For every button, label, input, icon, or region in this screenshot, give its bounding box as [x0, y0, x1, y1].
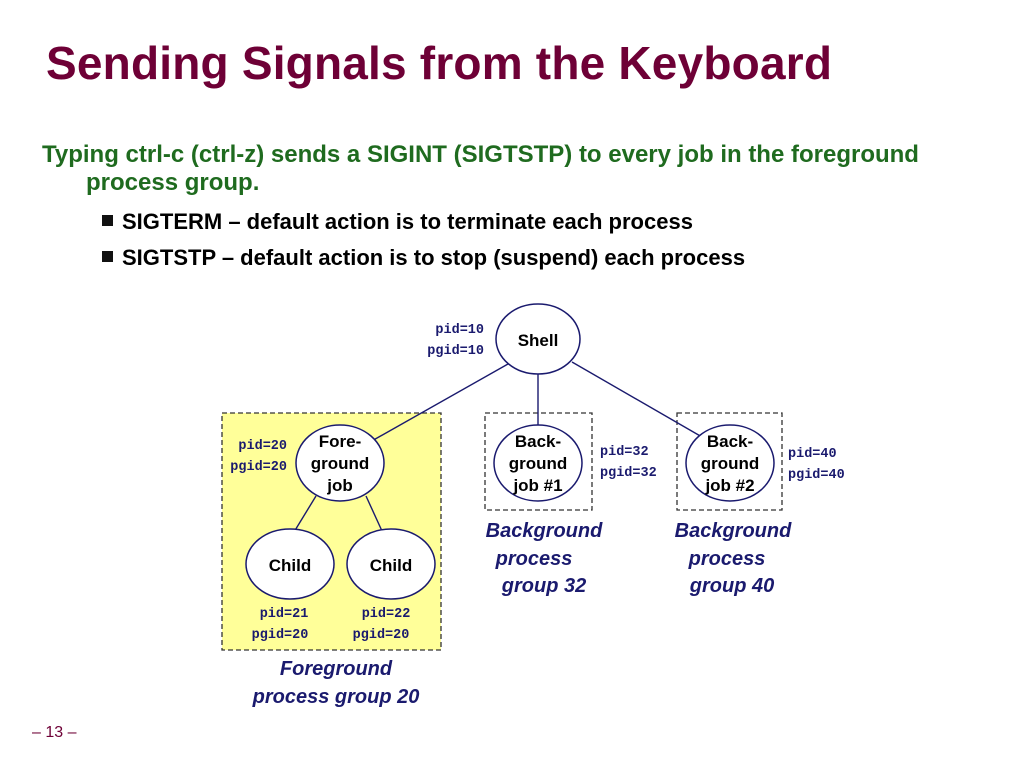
sub-bullet-text: SIGTERM – default action is to terminate… [122, 209, 693, 234]
background-group-32-caption-line2: process [495, 548, 573, 570]
background-group-40-caption-line2: process [688, 548, 766, 570]
child-2-label: Child [370, 556, 413, 575]
child-2-pid: pid=22 [362, 607, 411, 622]
shell-node: Shell [495, 303, 581, 375]
edge-foreground-child-2 [365, 495, 383, 532]
background-group-32-caption-line1: Background [486, 520, 603, 542]
shell-label: Shell [518, 331, 559, 350]
foreground-job-label-line2: ground [311, 454, 370, 473]
background-job-1-pgid: pgid=32 [600, 466, 657, 481]
child-1-label: Child [269, 556, 312, 575]
background-job-1-label-line3: job #1 [512, 476, 562, 495]
edge-shell-foreground [369, 363, 509, 443]
main-bullet: Typing ctrl-c (ctrl-z) sends a SIGINT (S… [42, 141, 919, 196]
foreground-job-ellipse [295, 424, 385, 502]
background-job-2-pid: pid=40 [788, 447, 837, 462]
background-job-1-label-line2: ground [509, 454, 568, 473]
child-2-ellipse [346, 528, 436, 600]
shell-pgid: pgid=10 [427, 344, 484, 359]
foreground-job-label-line3: job [326, 476, 353, 495]
child-2-pgid: pgid=20 [353, 628, 410, 643]
child-1-pid: pid=21 [260, 607, 309, 622]
edge-foreground-child-1 [293, 495, 317, 533]
foreground-group-caption-line1: Foreground [280, 658, 393, 680]
background-group-40-caption-line1: Background [675, 520, 792, 542]
child-node-2: Child [346, 528, 436, 600]
foreground-job-pid: pid=20 [238, 439, 287, 454]
sub-bullet-text: SIGTSTP – default action is to stop (sus… [122, 245, 746, 270]
square-bullet-icon [102, 215, 113, 226]
background-job-2-label-line1: Back- [707, 432, 753, 451]
page-number: – 13 – [32, 724, 77, 741]
background-job-2-node: Back- ground job #2 [685, 424, 775, 502]
background-job-2-label-line2: ground [701, 454, 760, 473]
sub-bullet-sigterm: SIGTERM – default action is to terminate… [102, 209, 693, 235]
square-bullet-icon [102, 251, 113, 262]
shell-ellipse [495, 303, 581, 375]
foreground-job-node: Fore- ground job [295, 424, 385, 502]
foreground-group-caption-line2: process group 20 [252, 686, 420, 708]
edge-shell-background-2 [571, 361, 703, 438]
background-job-1-label-line1: Back- [515, 432, 561, 451]
background-job-1-ellipse [493, 424, 583, 502]
background-job-1-pid: pid=32 [600, 445, 649, 460]
background-job-1-node: Back- ground job #1 [493, 424, 583, 502]
foreground-job-label-line1: Fore- [319, 432, 362, 451]
child-1-pgid: pgid=20 [252, 628, 309, 643]
sub-bullet-sigtstp: SIGTSTP – default action is to stop (sus… [102, 245, 745, 271]
background-job-2-ellipse [685, 424, 775, 502]
background-group-40-caption-line3: group 40 [689, 575, 774, 597]
background-job-2-label-line3: job #2 [704, 476, 754, 495]
background-job-2-pgid: pgid=40 [788, 468, 845, 483]
foreground-job-pgid: pgid=20 [230, 460, 287, 475]
shell-pid: pid=10 [435, 323, 484, 338]
slide-title: Sending Signals from the Keyboard [46, 37, 833, 89]
background-group-40-box [676, 412, 783, 511]
background-group-32-box [484, 412, 593, 511]
child-node-1: Child [245, 528, 335, 600]
background-group-32-caption-line3: group 32 [501, 575, 586, 597]
tree-edges [293, 361, 703, 533]
child-1-ellipse [245, 528, 335, 600]
